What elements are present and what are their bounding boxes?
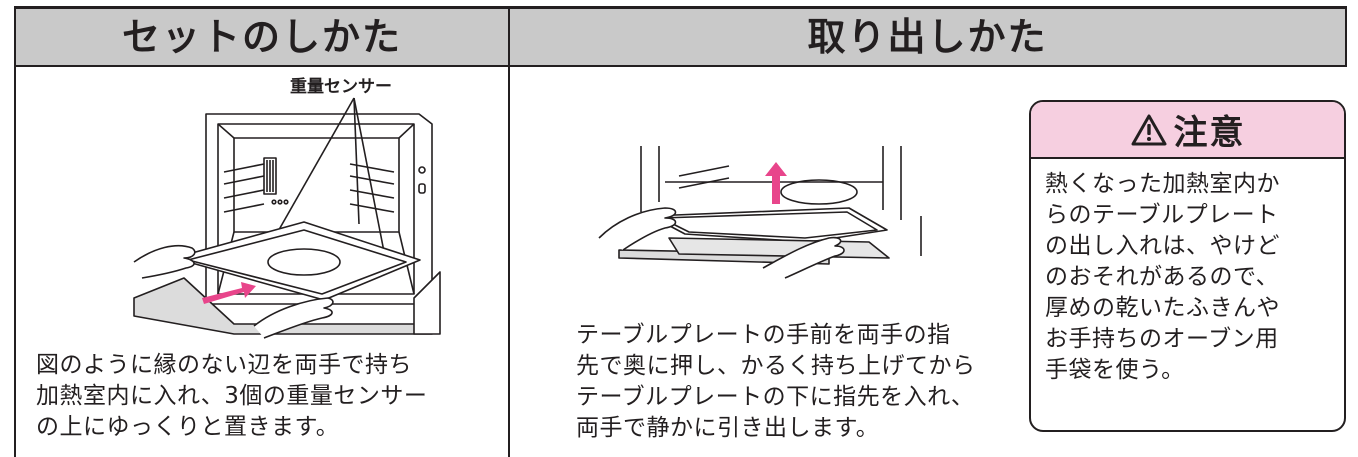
caution-title: 注意: [1173, 113, 1246, 153]
caution-line: の出し入れは、やけど: [1045, 233, 1280, 259]
remove-description: テーブルプレートの手前を両手の指 先で奥に押し、かるく持ち上げてから テーブルプ…: [576, 320, 1016, 444]
set-description-line: 加熱室内に入れ、3個の重量センサー: [36, 383, 428, 409]
instruction-table: セットのしかた 取り出しかた 重量センサー: [14, 6, 1347, 457]
top-rule: [14, 6, 1347, 9]
sensor-label: 重量センサー: [290, 76, 392, 97]
caution-box: 注意 熱くなった加熱室内か らのテーブルプレート の出し入れは、やけど のおそれ…: [1029, 100, 1346, 432]
push-arrow-icon: [202, 282, 256, 304]
caution-line: お手持ちのオーブン用: [1045, 326, 1279, 352]
set-plate-illustration: 重量センサー: [133, 76, 441, 339]
right-border: [1345, 6, 1347, 65]
caution-body: 熱くなった加熱室内か らのテーブルプレート の出し入れは、やけど のおそれがある…: [1031, 159, 1344, 386]
header-row: [14, 9, 1347, 65]
header-divider: [14, 65, 1347, 67]
remove-description-line: テーブルプレートの手前を両手の指: [576, 322, 951, 348]
remove-description-line: テーブルプレートの下に指先を入れ、: [576, 384, 975, 410]
remove-description-line: 両手で静かに引き出します。: [576, 415, 880, 441]
caution-line: らのテーブルプレート: [1045, 202, 1279, 228]
warning-triangle-icon: [1131, 114, 1166, 145]
remove-section-title: 取り出しかた: [807, 15, 1048, 59]
caution-line: 熱くなった加熱室内か: [1045, 171, 1280, 197]
caution-line: のおそれがあるので、: [1045, 264, 1280, 290]
set-section-title: セットのしかた: [121, 15, 402, 59]
caution-line: 手袋を使う。: [1045, 357, 1185, 383]
caution-header: 注意: [1031, 102, 1344, 159]
caution-line: 厚めの乾いたふきんや: [1045, 295, 1280, 321]
left-border: [14, 6, 16, 457]
set-description-line: 図のように縁のない辺を両手で持ち: [36, 352, 412, 378]
set-description: 図のように縁のない辺を両手で持ち 加熱室内に入れ、3個の重量センサー の上にゆっ…: [36, 350, 506, 443]
column-divider: [508, 6, 510, 457]
remove-description-line: 先で奥に押し、かるく持ち上げてから: [576, 353, 976, 379]
set-description-line: の上にゆっくりと置きます。: [36, 414, 340, 440]
remove-plate-illustration: [598, 146, 922, 279]
lift-arrow-icon: [765, 162, 787, 204]
